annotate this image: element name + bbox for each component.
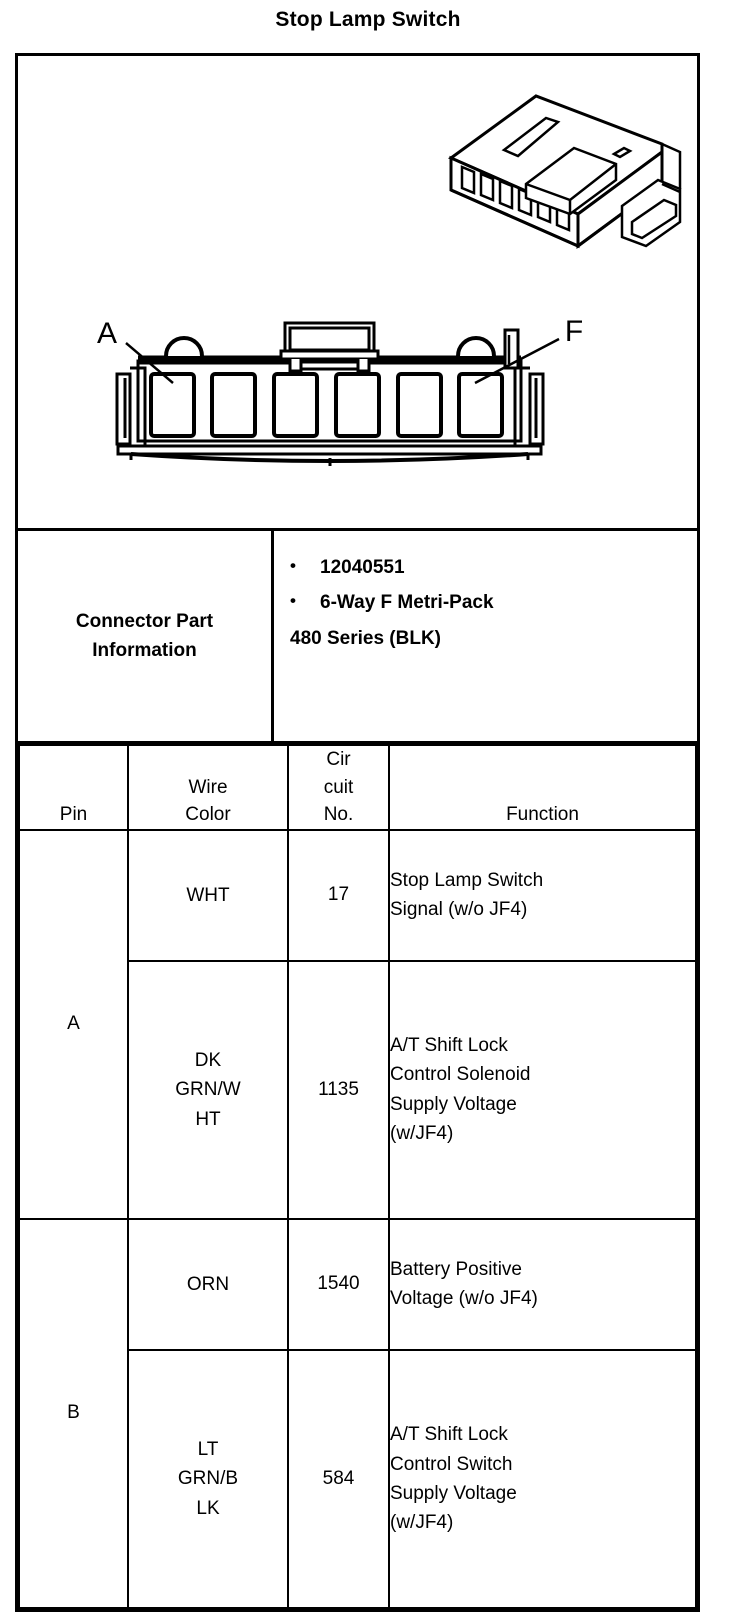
isometric-connector-view: [448, 94, 682, 249]
header-wire-color-line2: Color: [185, 804, 231, 826]
wire-color-line: LT: [197, 1438, 219, 1460]
connector-diagram-cell: A F: [18, 56, 697, 531]
header-pin: Pin: [18, 744, 129, 831]
cpi-bullet-item: • 12040551: [290, 553, 687, 582]
cell-wire-color: DK GRN/W HT: [127, 959, 289, 1220]
cell-pin: B: [18, 1217, 129, 1610]
cavity-d: [334, 372, 381, 438]
cell-circuit-no: 1135: [287, 959, 390, 1220]
function-line: Control Switch: [390, 1453, 513, 1475]
connector-part-information-values: • 12040551 • 6-Way F Metri-Pack 480 Seri…: [274, 531, 697, 741]
connector-part-information-row: Connector Part Information • 12040551 • …: [18, 531, 697, 744]
header-circuit-no-line3: No.: [323, 804, 354, 826]
cpi-part-description-tail: 480 Series (BLK): [290, 627, 442, 649]
header-circuit-no-line2: cuit: [323, 776, 354, 798]
function-line: Signal (w/o JF4): [390, 899, 528, 921]
cpi-part-number: 12040551: [320, 557, 405, 578]
cell-pin: A: [18, 828, 129, 1220]
function-line: Supply Voltage: [390, 1093, 517, 1115]
cell-circuit-no: 584: [287, 1348, 390, 1610]
wire-color-line: LK: [196, 1497, 220, 1519]
cell-function: A/T Shift Lock Control Switch Supply Vol…: [388, 1348, 697, 1610]
cavity-f: [457, 372, 504, 438]
cavity-b: [210, 372, 257, 438]
function-line: Battery Positive: [390, 1258, 522, 1280]
function-line: A/T Shift Lock: [390, 1424, 508, 1446]
wire-color-line: GRN/B: [177, 1468, 239, 1490]
cpi-label-line2: Information: [92, 640, 197, 661]
pin-table: Pin Wire Color Cir cuit No. Function: [18, 744, 697, 1610]
wire-color-line: HT: [195, 1108, 221, 1130]
face-view-connector: [115, 321, 545, 466]
header-circuit-no-line1: Cir: [326, 749, 351, 770]
wire-color-line: ORN: [186, 1273, 230, 1295]
connector-info-sheet: A F Connector Part Information • 1204055…: [15, 53, 700, 1612]
table-row: B ORN 1540 Battery Positive Voltage (w/o…: [18, 1217, 697, 1610]
cell-function: Battery Positive Voltage (w/o JF4): [388, 1217, 697, 1351]
cell-wire-color: LT GRN/B LK: [127, 1348, 289, 1610]
cavity-c: [272, 372, 319, 438]
wire-color-line: GRN/W: [175, 1079, 241, 1101]
wire-color-line: WHT: [186, 884, 230, 906]
function-line: A/T Shift Lock: [390, 1034, 508, 1056]
callout-leaders: [125, 337, 560, 385]
function-line: Voltage (w/o JF4): [390, 1288, 538, 1310]
callout-label-f: F: [565, 315, 583, 348]
function-line: Supply Voltage: [390, 1482, 517, 1504]
cell-wire-color: ORN: [127, 1217, 289, 1351]
table-row: A WHT 17 Stop Lamp Switch Signal (w/o JF…: [18, 828, 697, 1220]
bullet-icon: •: [290, 556, 296, 575]
cavity-e: [396, 372, 443, 438]
cell-wire-color: WHT: [127, 828, 289, 962]
table-header-row: Pin Wire Color Cir cuit No. Function: [18, 744, 697, 831]
table-row: DK GRN/W HT 1135 A/T Shift Lock Control …: [19, 959, 697, 1220]
cell-function: Stop Lamp Switch Signal (w/o JF4): [388, 828, 697, 962]
callout-label-a: A: [97, 317, 117, 350]
cpi-label-line1: Connector Part: [75, 610, 214, 632]
table-row: LT GRN/B LK 584 A/T Shift Lock Control S…: [19, 1348, 697, 1610]
function-line: Stop Lamp Switch: [390, 869, 544, 891]
connector-diagram: A F: [97, 94, 682, 466]
cavity-a: [149, 372, 196, 438]
function-line: (w/JF4): [390, 1512, 454, 1534]
cell-circuit-no: 1540: [287, 1217, 390, 1351]
page-title: Stop Lamp Switch: [275, 8, 461, 31]
bullet-icon: •: [290, 591, 296, 611]
header-function: Function: [388, 744, 697, 831]
cell-circuit-no: 17: [287, 828, 390, 962]
cpi-bullet-item: • 6-Way F Metri-Pack: [290, 588, 687, 617]
header-wire-color-line1: Wire: [188, 776, 228, 798]
header-circuit-no: Cir cuit No.: [287, 744, 390, 831]
wire-color-line: DK: [194, 1049, 222, 1071]
header-wire-color: Wire Color: [127, 744, 289, 831]
cpi-part-description: 6-Way F Metri-Pack: [320, 592, 494, 614]
function-line: (w/JF4): [390, 1123, 454, 1145]
pin-table-wrapper: Pin Wire Color Cir cuit No. Function: [18, 744, 697, 1610]
cell-function: A/T Shift Lock Control Solenoid Supply V…: [388, 959, 697, 1220]
function-line: Control Solenoid: [390, 1064, 531, 1086]
connector-part-information-label: Connector Part Information: [18, 531, 274, 741]
